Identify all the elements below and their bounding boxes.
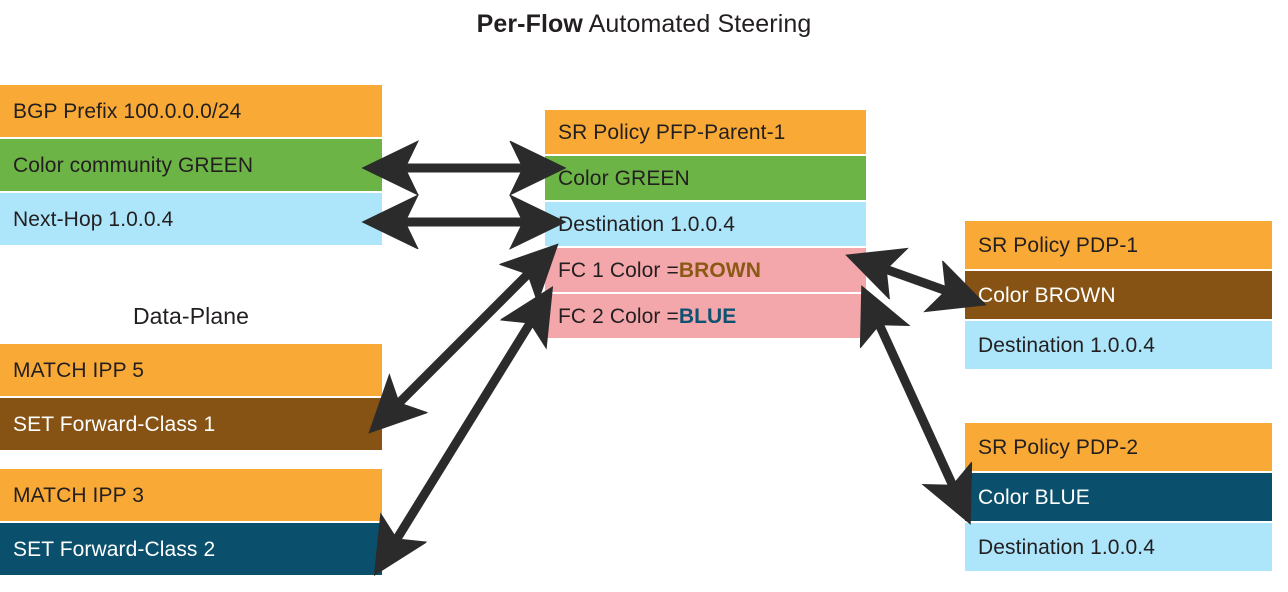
arrow-fc1-to-forward-class-1 — [390, 265, 537, 412]
data-plane-heading: Data-Plane — [0, 303, 382, 330]
pdp1-title-label: SR Policy PDP-1 — [978, 233, 1139, 257]
data-plane-heading-label: Data-Plane — [132, 303, 250, 329]
pfp-color-green-label: Color GREEN — [558, 166, 690, 190]
pdp1-destination-label: Destination 1.0.0.4 — [978, 333, 1156, 357]
arrow-fc1-to-pdp1-color-brown — [874, 265, 958, 295]
data-plane-rule-1: MATCH IPP 5 SET Forward-Class 1 — [0, 344, 382, 450]
match-ipp-5-label: MATCH IPP 5 — [13, 358, 145, 382]
match-ipp-3-label: MATCH IPP 3 — [13, 483, 145, 507]
bgp-prefix-row[interactable]: BGP Prefix 100.0.0.0/24 — [0, 85, 382, 137]
sr-policy-pfp-parent-block: SR Policy PFP-Parent-1 Color GREEN Desti… — [545, 110, 866, 338]
pdp1-destination-row[interactable]: Destination 1.0.0.4 — [965, 321, 1272, 369]
match-ipp-5-row[interactable]: MATCH IPP 5 — [0, 344, 382, 396]
arrow-fc2-to-pdp2-color-blue — [874, 313, 958, 497]
pfp-fc1-prefix: FC 1 Color = — [558, 258, 679, 282]
pdp1-color-brown-label: Color BROWN — [978, 283, 1116, 307]
page-title: Per-Flow Automated Steering — [0, 10, 1288, 39]
bgp-next-hop-row[interactable]: Next-Hop 1.0.0.4 — [0, 193, 382, 245]
page-title-emphasis: Per-Flow — [476, 10, 583, 38]
bgp-color-community-label: Color community GREEN — [13, 153, 254, 177]
set-forward-class-2-row[interactable]: SET Forward-Class 2 — [0, 523, 382, 575]
pfp-fc2-prefix: FC 2 Color = — [558, 304, 679, 328]
set-forward-class-2-label: SET Forward-Class 2 — [13, 537, 216, 561]
pfp-fc2-value: BLUE — [678, 304, 737, 328]
pfp-fc1-value: BROWN — [678, 258, 761, 282]
bgp-color-community-row[interactable]: Color community GREEN — [0, 139, 382, 191]
pdp1-title-row[interactable]: SR Policy PDP-1 — [965, 221, 1272, 269]
pdp2-destination-row[interactable]: Destination 1.0.0.4 — [965, 523, 1272, 571]
match-ipp-3-row[interactable]: MATCH IPP 3 — [0, 469, 382, 521]
bgp-next-hop-label: Next-Hop 1.0.0.4 — [13, 207, 174, 231]
pfp-color-green-row[interactable]: Color GREEN — [545, 156, 866, 200]
pfp-parent-title-row[interactable]: SR Policy PFP-Parent-1 — [545, 110, 866, 154]
sr-policy-pdp-1-block: SR Policy PDP-1 Color BROWN Destination … — [965, 221, 1272, 369]
pfp-destination-label: Destination 1.0.0.4 — [558, 212, 736, 236]
data-plane-rule-2: MATCH IPP 3 SET Forward-Class 2 — [0, 469, 382, 575]
pdp1-color-brown-row[interactable]: Color BROWN — [965, 271, 1272, 319]
bgp-prefix-label: BGP Prefix 100.0.0.0/24 — [13, 99, 242, 123]
pdp2-title-label: SR Policy PDP-2 — [978, 435, 1139, 459]
arrow-fc2-to-forward-class-2 — [390, 312, 537, 550]
pdp2-color-blue-label: Color BLUE — [978, 485, 1090, 509]
pfp-fc1-row[interactable]: FC 1 Color = BROWN — [545, 248, 866, 292]
pdp2-destination-label: Destination 1.0.0.4 — [978, 535, 1156, 559]
bgp-prefix-block: BGP Prefix 100.0.0.0/24 Color community … — [0, 85, 382, 245]
set-forward-class-1-label: SET Forward-Class 1 — [13, 412, 216, 436]
pfp-parent-title-label: SR Policy PFP-Parent-1 — [558, 120, 786, 144]
sr-policy-pdp-2-block: SR Policy PDP-2 Color BLUE Destination 1… — [965, 423, 1272, 571]
pdp2-title-row[interactable]: SR Policy PDP-2 — [965, 423, 1272, 471]
pfp-fc2-row[interactable]: FC 2 Color = BLUE — [545, 294, 866, 338]
page-title-rest: Automated Steering — [582, 10, 812, 38]
pfp-destination-row[interactable]: Destination 1.0.0.4 — [545, 202, 866, 246]
set-forward-class-1-row[interactable]: SET Forward-Class 1 — [0, 398, 382, 450]
pdp2-color-blue-row[interactable]: Color BLUE — [965, 473, 1272, 521]
